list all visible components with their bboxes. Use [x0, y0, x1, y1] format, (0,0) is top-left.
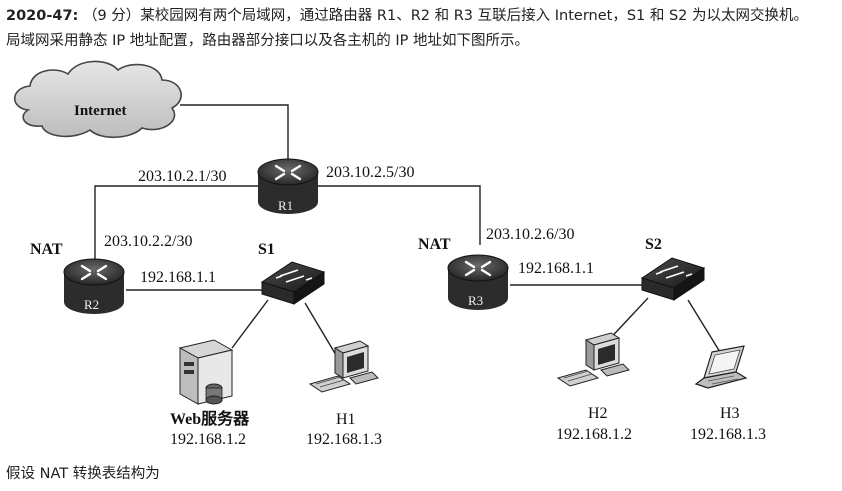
router-r1-label: R1	[278, 198, 293, 213]
link-s1-web	[231, 299, 269, 349]
question-number: 2020-47:	[6, 8, 79, 24]
ip-r1-r3-link: 203.10.2.5/30	[326, 164, 414, 181]
router-r2-label: R2	[84, 297, 99, 312]
links	[94, 104, 721, 356]
link-r1-r3	[318, 185, 481, 245]
link-internet-r1	[180, 104, 289, 160]
host-h3-laptop-icon	[694, 345, 748, 389]
switch-s1-icon	[260, 261, 326, 305]
web-server-label: Web服务器	[170, 409, 250, 428]
link-r1-r2	[94, 185, 258, 262]
host-h2-label: H2	[588, 405, 608, 422]
nat-label-r2: NAT	[30, 241, 63, 258]
web-server-ip: 192.168.1.2	[170, 431, 246, 448]
host-h2-icon	[556, 332, 630, 387]
ip-r3-wan: 203.10.2.6/30	[486, 226, 574, 243]
nat-label-r3: NAT	[418, 236, 451, 253]
link-s2-h3	[687, 299, 721, 353]
internet-label: Internet	[74, 103, 127, 119]
ip-r3-lan: 192.168.1.1	[518, 260, 594, 277]
link-s1-h1	[304, 302, 337, 356]
question-line2: 局域网采用静态 IP 地址配置，路由器部分接口以及各主机的 IP 地址如下图所示…	[6, 33, 529, 49]
router-r3-icon: R3	[447, 254, 509, 310]
host-h3-label: H3	[720, 405, 740, 422]
web-server-icon	[178, 339, 234, 405]
question-text: 2020-47: （9 分）某校园网有两个局域网，通过路由器 R1、R2 和 R…	[6, 4, 840, 54]
footer-text: 假设 NAT 转换表结构为	[6, 466, 160, 482]
internet-cloud-icon: Internet	[13, 60, 182, 139]
host-h1-ip: 192.168.1.3	[306, 431, 382, 448]
host-h3-ip: 192.168.1.3	[690, 426, 766, 443]
ip-r1-r2-link: 203.10.2.1/30	[138, 168, 226, 185]
switch-s1-label: S1	[258, 241, 275, 258]
router-r2-icon: R2	[63, 258, 125, 314]
ip-r2-lan: 192.168.1.1	[140, 269, 216, 286]
router-r3-label: R3	[468, 293, 483, 308]
question-line1: （9 分）某校园网有两个局域网，通过路由器 R1、R2 和 R3 互联后接入 I…	[82, 8, 809, 24]
ip-r2-wan: 203.10.2.2/30	[104, 233, 192, 250]
switch-s2-label: S2	[645, 236, 662, 253]
switch-s2-icon	[640, 257, 706, 301]
host-h1-label: H1	[336, 411, 356, 428]
router-r1-icon: R1	[257, 158, 319, 214]
host-h1-icon	[308, 340, 379, 393]
host-h2-ip: 192.168.1.2	[556, 426, 632, 443]
